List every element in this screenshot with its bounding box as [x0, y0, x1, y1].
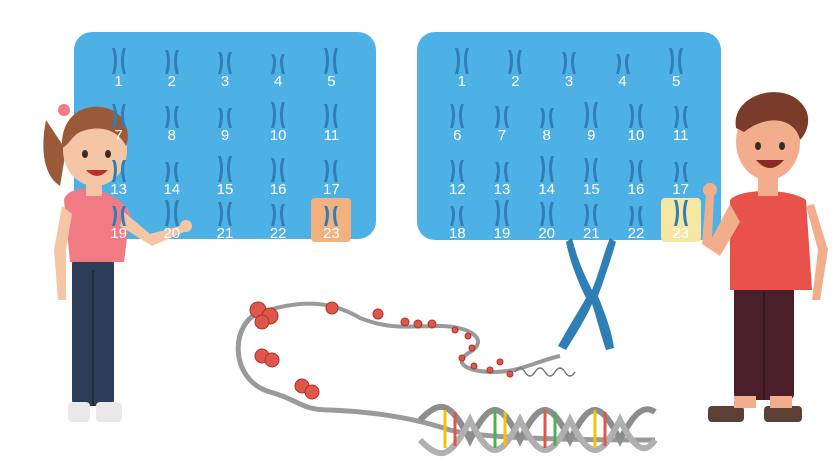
chromosome-pair-20: 20: [152, 198, 192, 242]
chromosome-number: 14: [163, 181, 181, 198]
chromosome-number: 23: [672, 225, 689, 242]
chromosome-number: 1: [114, 73, 123, 90]
chromosome-number: 10: [627, 127, 645, 144]
chromosome-pair-3: 3: [205, 46, 245, 90]
chromosome-number: 7: [114, 127, 123, 144]
chromosome-pair-21: 21: [205, 198, 245, 242]
chromosome-number: 22: [627, 225, 645, 242]
chromosome-number: 3: [220, 73, 230, 90]
chromosome-pair-1: 1: [99, 46, 139, 90]
chromosome-number: 7: [497, 127, 507, 144]
chromosome-number: 14: [538, 181, 555, 198]
chromosome-pair-22: 22: [258, 198, 298, 242]
chromosome-pair-11: 11: [661, 100, 701, 144]
chromosome-pair-23: 23: [311, 198, 352, 242]
chromosome-pair-10: 10: [616, 100, 656, 144]
chromosome-pair-9: 9: [205, 100, 245, 144]
chromosome-pair-15: 15: [205, 154, 245, 198]
chromosome-number: 13: [110, 181, 127, 198]
boy-figure: [702, 92, 828, 422]
chromosome-pair-12: 12: [437, 154, 477, 198]
chromosome-number: 17: [323, 181, 340, 198]
chromosome-number: 9: [220, 127, 230, 144]
chromosome-number: 9: [587, 127, 596, 144]
chromosome-pair-4: 4: [603, 46, 643, 90]
chromosome-pair-16: 16: [258, 154, 298, 198]
chromosome-number: 19: [110, 225, 127, 242]
chromosome-pair-16: 16: [616, 154, 656, 198]
chromosome-pair-13: 13: [482, 154, 522, 198]
chromosome-number: 23: [323, 225, 340, 242]
chromosome-number: 2: [167, 73, 176, 90]
chromosome-number: 4: [618, 73, 627, 90]
chromosome-pair-19: 19: [482, 198, 522, 242]
chromosome-number: 21: [582, 225, 600, 242]
chromosome-pair-1: 1: [442, 46, 482, 90]
x-chromosome: [558, 238, 616, 350]
chromosome-number: 5: [327, 73, 336, 90]
chromosome-pair-20: 20: [527, 198, 567, 242]
chromosome-number: 1: [457, 73, 466, 90]
chromosome-pair-5: 5: [311, 46, 351, 90]
chromosome-pair-6: 6: [437, 100, 477, 144]
chromosome-number: 13: [493, 181, 511, 198]
chromosome-number: 6: [453, 127, 462, 144]
chromosome-number: 8: [542, 127, 551, 144]
chromosome-number: 4: [274, 73, 283, 90]
chromosome-pair-8: 8: [527, 100, 567, 144]
chromosome-pair-13: 13: [99, 154, 139, 198]
chromosome-pair-8: 8: [152, 100, 192, 144]
chromosome-number: 18: [448, 225, 466, 242]
chromosome-number: 8: [167, 127, 176, 144]
chromosome-pair-14: 14: [152, 154, 192, 198]
chromosome-number: 11: [672, 127, 689, 144]
chromosome-pair-22: 22: [616, 198, 656, 242]
chromosome-number: 15: [216, 181, 234, 198]
chromosome-number: 20: [163, 225, 181, 242]
chromosome-pair-18: 18: [437, 198, 477, 242]
chromosome-pair-11: 11: [311, 100, 351, 144]
chromosome-number: 15: [582, 181, 600, 198]
chromosome-pair-2: 2: [152, 46, 192, 90]
chromosome-pair-17: 17: [661, 154, 701, 198]
chromosome-pair-19: 19: [99, 198, 139, 242]
chromosome-number: 22: [269, 225, 287, 242]
chromosome-pair-4: 4: [258, 46, 298, 90]
chromosome-number: 21: [216, 225, 234, 242]
chromosome-number: 16: [269, 181, 287, 198]
chromosome-number: 11: [323, 127, 340, 144]
chromosome-number: 17: [672, 181, 689, 198]
chromosome-pair-15: 15: [571, 154, 611, 198]
chromosome-number: 3: [564, 73, 574, 90]
chromosome-pair-10: 10: [258, 100, 298, 144]
chromosome-pair-14: 14: [527, 154, 567, 198]
chromosome-number: 20: [538, 225, 555, 242]
chromosome-number: 2: [511, 73, 520, 90]
chromosome-number: 16: [627, 181, 645, 198]
girl-figure: [43, 104, 192, 422]
chromosome-pair-9: 9: [571, 100, 611, 144]
dna-chromatin: [235, 301, 658, 457]
chromosome-pair-7: 7: [482, 100, 522, 144]
chromosome-number: 19: [493, 225, 511, 242]
chromosome-pair-5: 5: [656, 46, 696, 90]
chromosome-pair-2: 2: [495, 46, 535, 90]
chromosome-pair-7: 7: [99, 100, 139, 144]
chromosome-pair-17: 17: [311, 154, 351, 198]
chromosome-number: 10: [269, 127, 287, 144]
chromosome-pair-3: 3: [549, 46, 589, 90]
chromosome-number: 12: [448, 181, 466, 198]
chromosome-pair-23: 23: [660, 198, 701, 242]
chromosome-pair-21: 21: [571, 198, 611, 242]
chromosome-number: 5: [672, 73, 681, 90]
